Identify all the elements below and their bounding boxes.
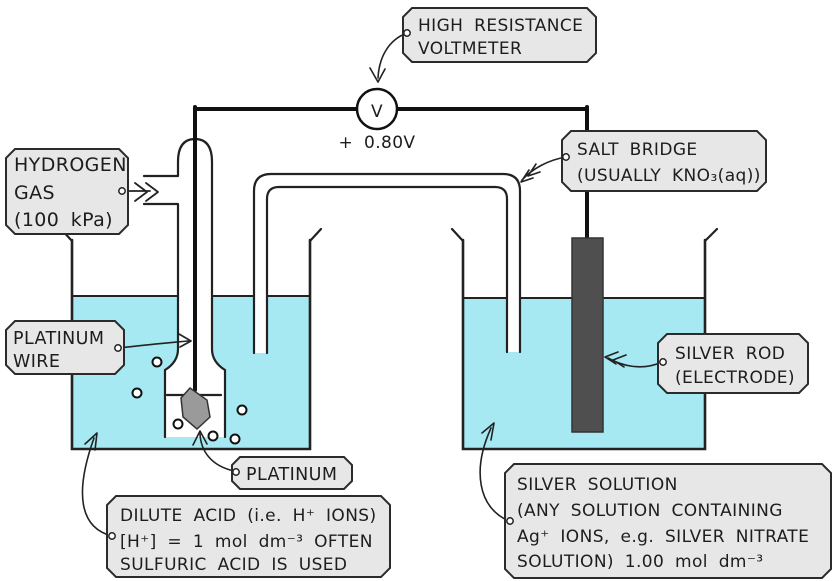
connector-dot	[108, 532, 116, 540]
right-beaker-lips	[450, 227, 719, 243]
voltmeter-dial	[355, 87, 399, 131]
salt-bridge-label-line1: SALT BRIDGE	[577, 140, 698, 160]
leader-connector-dots	[108, 29, 667, 540]
hydrogen-gas-label-box	[5, 148, 129, 235]
salt-bridge-outer-wall	[252, 172, 522, 355]
platinum-wire-label-box	[5, 320, 125, 375]
silver-solution-label-line1: SILVER SOLUTION	[517, 475, 678, 495]
hydrogen-gas-arrow	[124, 182, 159, 202]
silver-solution-label-box	[504, 463, 832, 579]
connector-dot	[118, 187, 126, 195]
hydrogen-bubbles	[131, 356, 248, 445]
bubble	[172, 418, 184, 430]
voltmeter-label-box	[402, 7, 597, 63]
dilute-acid-label-line3: SULFURIC ACID IS USED	[120, 555, 347, 575]
salt-bridge-label: SALT BRIDGE (USUALLY KNO₃(aq))	[577, 140, 761, 186]
bubble	[236, 404, 248, 416]
platinum-label-line1: PLATINUM	[246, 465, 337, 485]
hydrogen-gas-label-line2: GAS	[14, 182, 55, 204]
label-boxes	[5, 7, 832, 579]
voltmeter-label-line1: HIGH RESISTANCE	[418, 16, 583, 36]
silver-solution-label-line2: (ANY SOLUTION CONTAINING	[517, 501, 783, 521]
salt-bridge-label-box	[561, 130, 767, 192]
platinum-label: PLATINUM	[246, 465, 337, 485]
hydrogen-gas-label-line3: (100 kPa)	[14, 209, 113, 231]
dilute-acid-label-box	[106, 495, 391, 578]
voltmeter-label-line2: VOLTMETER	[418, 39, 522, 59]
dilute-acid-label-line1: DILUTE ACID (i.e. H⁺ IONS)	[120, 506, 377, 526]
dilute-acid-leader	[81, 432, 113, 537]
silver-solution-label: SILVER SOLUTION (ANY SOLUTION CONTAINING…	[517, 475, 809, 572]
dilute-acid-label: DILUTE ACID (i.e. H⁺ IONS) [H⁺] = 1 mol …	[120, 506, 377, 575]
dilute-acid-label-line2: [H⁺] = 1 mol dm⁻³ OFTEN	[120, 532, 373, 552]
voltmeter: V + 0.80V	[339, 87, 416, 153]
leader-lines	[81, 32, 663, 537]
platinum-wire-label-line1: PLATINUM	[13, 329, 104, 349]
connector-dot	[232, 468, 240, 476]
voltmeter-reading: + 0.80V	[339, 133, 416, 153]
voltmeter-leader	[369, 32, 408, 83]
platinum-electrode	[180, 387, 211, 431]
platinum-leader	[192, 430, 235, 472]
hydrogen-gas-label: HYDROGEN GAS (100 kPa)	[14, 154, 127, 231]
voltmeter-label: HIGH RESISTANCE VOLTMETER	[418, 16, 583, 59]
salt-bridge-inner-wall	[265, 185, 509, 355]
silver-rod-label: SILVER ROD (ELECTRODE)	[675, 344, 795, 388]
silver-rod-label-line1: SILVER ROD	[675, 344, 785, 364]
silver-solution-label-line3: Ag⁺ IONS, e.g. SILVER NITRATE	[517, 527, 809, 547]
bubble	[229, 433, 241, 445]
platinum-label-box	[231, 456, 353, 490]
connector-dot	[659, 358, 667, 366]
salt-bridge-label-line2: (USUALLY KNO₃(aq))	[577, 166, 761, 186]
silver-rod-label-box	[657, 333, 809, 394]
bubble	[131, 387, 143, 399]
label-texts: HIGH RESISTANCE VOLTMETER SALT BRIDGE (U…	[13, 16, 809, 575]
platinum-wire-label-line2: WIRE	[13, 352, 60, 372]
bubble	[207, 430, 219, 442]
bubble	[151, 356, 163, 368]
silver-rod-leader	[604, 351, 663, 368]
hydrogen-gas-label-line1: HYDROGEN	[14, 154, 127, 176]
silver-rod-label-line2: (ELECTRODE)	[675, 368, 795, 388]
connector-dot	[506, 517, 514, 525]
connector-dot	[114, 344, 122, 352]
silver-solution-leader	[479, 422, 510, 522]
platinum-wire-leader	[119, 333, 192, 349]
salt-bridge-leader	[520, 156, 567, 183]
salt-bridge-tube	[252, 172, 522, 355]
voltmeter-symbol: V	[371, 102, 383, 122]
silver-solution-label-line4: SOLUTION) 1.00 mol dm⁻³	[517, 552, 763, 572]
connector-dot	[562, 153, 570, 161]
platinum-wire-label: PLATINUM WIRE	[13, 329, 104, 372]
silver-rod-electrode	[571, 237, 604, 433]
connector-dot	[403, 29, 411, 37]
